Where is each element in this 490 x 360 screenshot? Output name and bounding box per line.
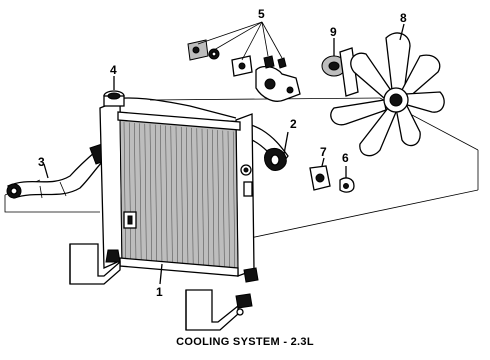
water-pump-assembly <box>187 21 301 102</box>
callout-6: 6 <box>342 151 349 165</box>
callout-8: 8 <box>400 11 407 25</box>
cooling-fan <box>330 23 445 157</box>
callout-4: 4 <box>110 63 117 77</box>
leader-lines <box>43 131 289 285</box>
radiator <box>99 97 255 277</box>
radiator-cap <box>103 76 125 107</box>
diagram-caption: COOLING SYSTEM - 2.3L <box>176 336 314 348</box>
lower-brackets <box>69 243 259 331</box>
radiator-fins <box>123 121 236 272</box>
callout-9: 9 <box>330 25 337 39</box>
lower-radiator-hose <box>6 143 109 199</box>
callout-5: 5 <box>258 7 265 21</box>
callout-3: 3 <box>38 155 45 169</box>
thermostat-parts <box>309 157 355 193</box>
callout-2: 2 <box>290 117 297 131</box>
callout-1: 1 <box>156 285 163 299</box>
callout-7: 7 <box>320 145 327 159</box>
